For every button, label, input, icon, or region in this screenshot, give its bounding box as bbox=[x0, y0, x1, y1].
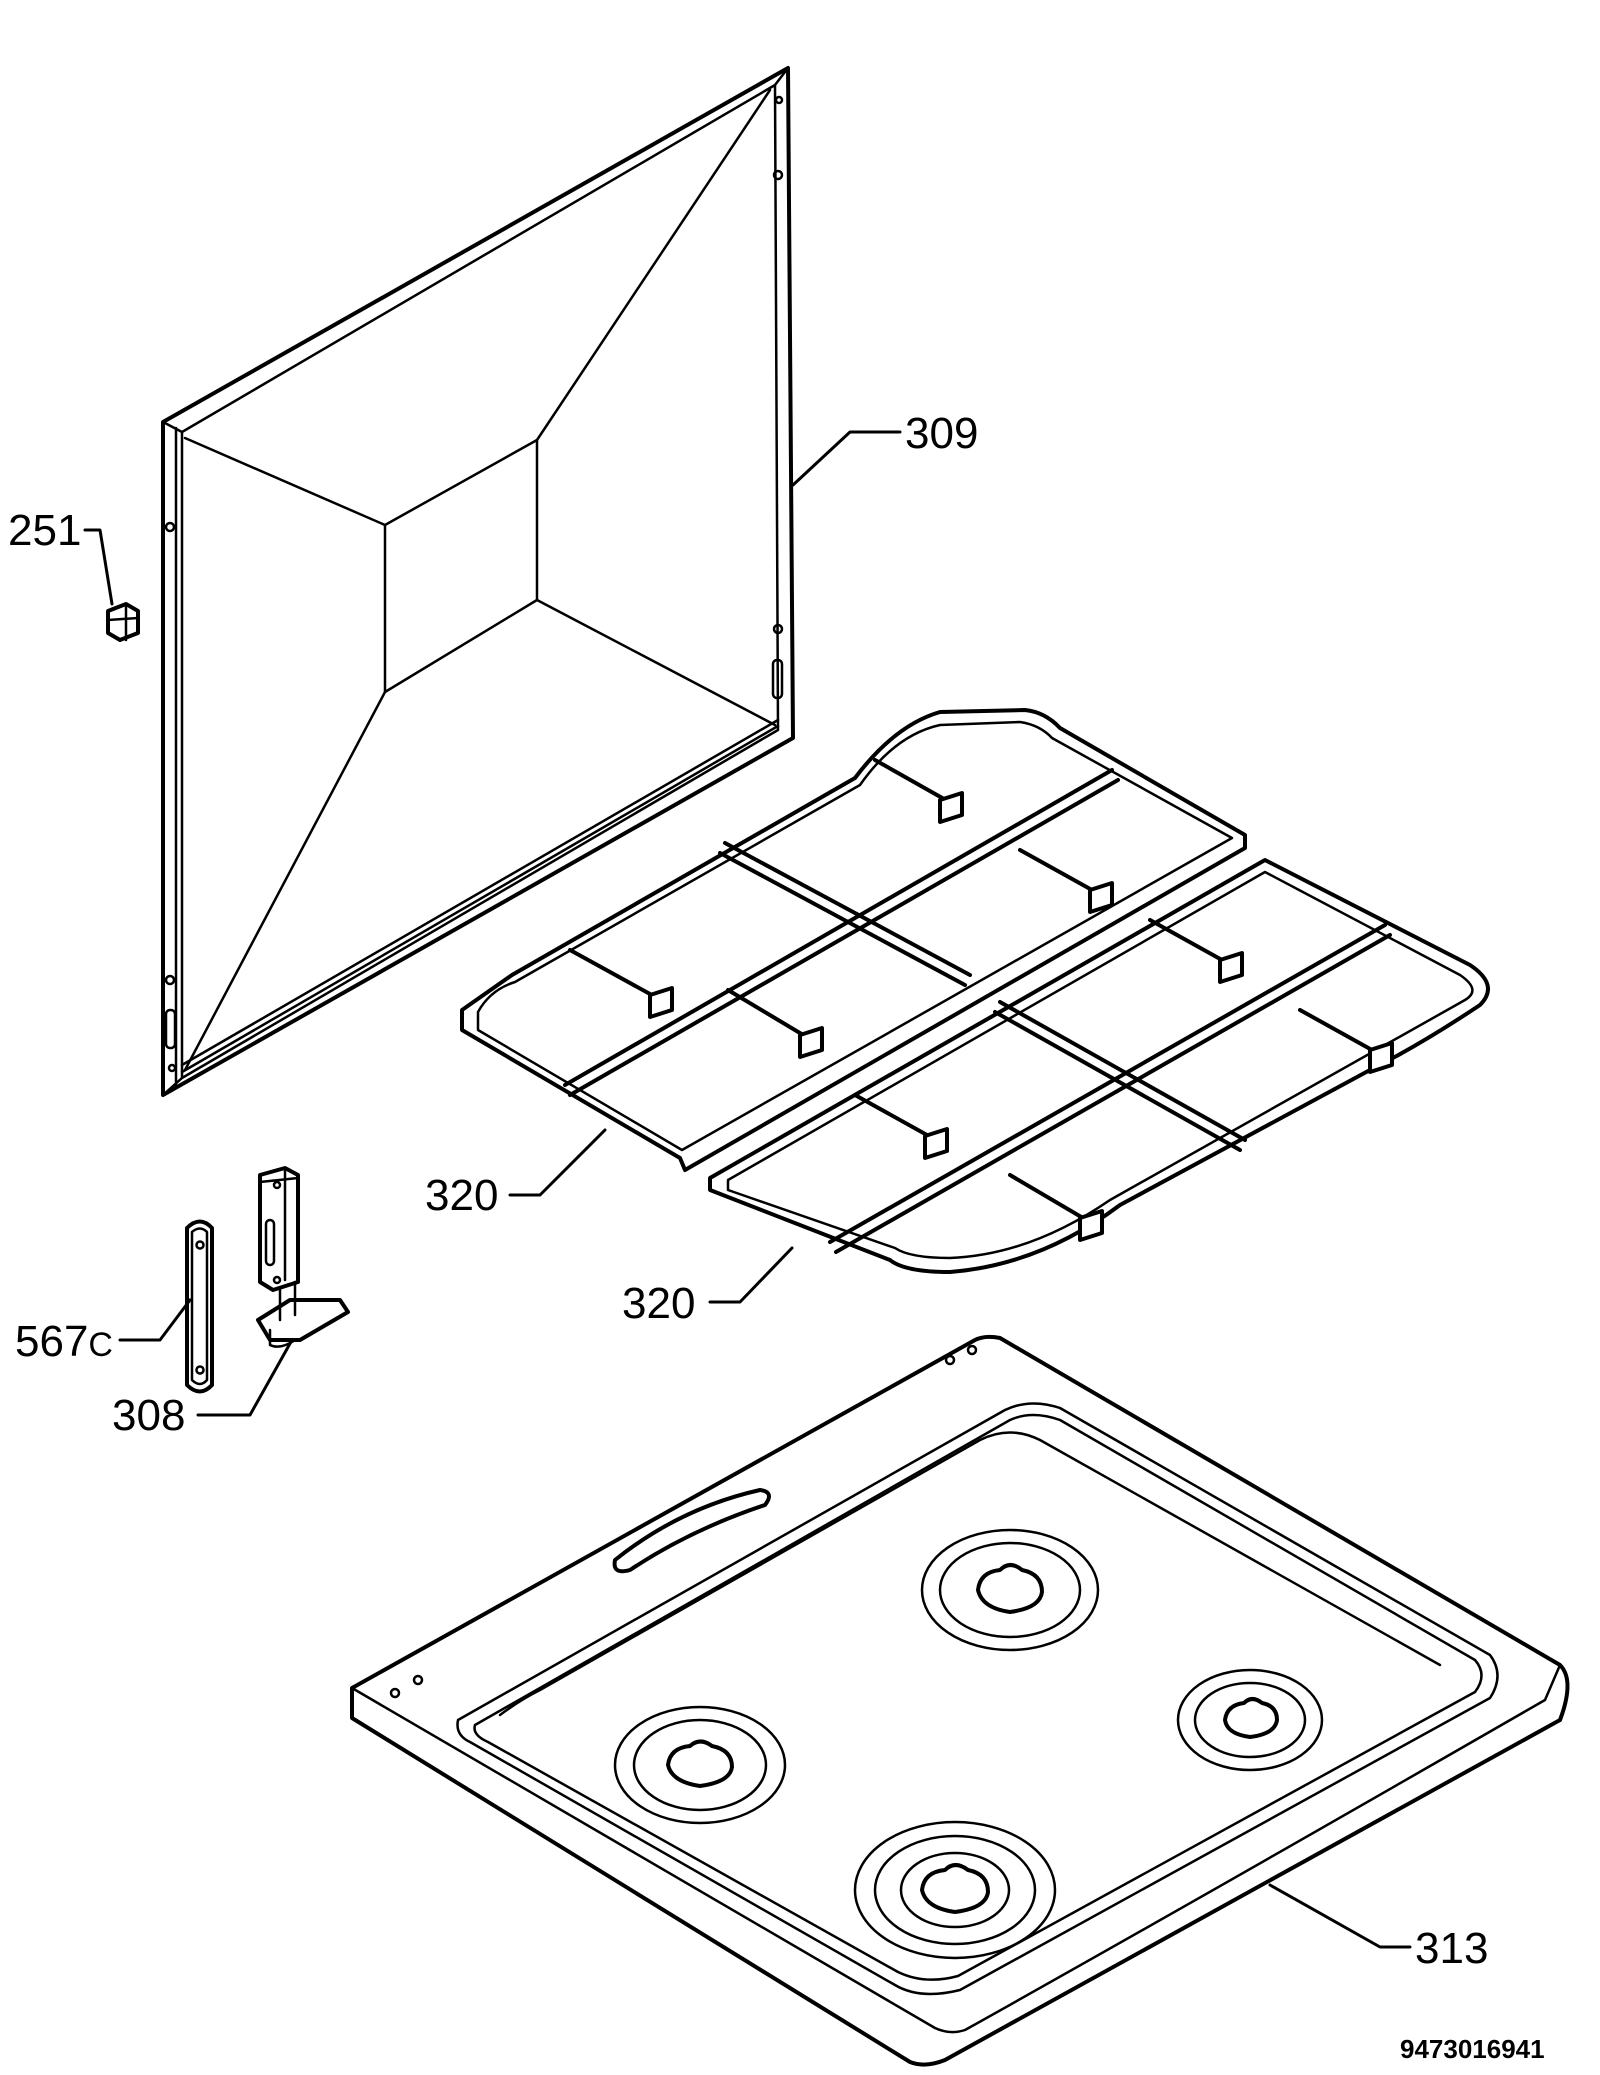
label-320-front: 320 bbox=[622, 1279, 695, 1328]
label-313: 313 bbox=[1415, 1924, 1488, 1973]
leader-567c bbox=[118, 1298, 192, 1342]
leader-320a bbox=[508, 1128, 607, 1197]
label-251: 251 bbox=[8, 506, 81, 555]
leader-309 bbox=[791, 430, 902, 487]
burner-left bbox=[613, 1705, 787, 1825]
diagram-code: 9473016941 bbox=[1400, 2034, 1545, 2064]
label-567-suffix: C bbox=[88, 1326, 113, 1364]
burner-right bbox=[1176, 1668, 1324, 1772]
hinge-308 bbox=[256, 1166, 350, 1348]
burner-rear bbox=[920, 1528, 1100, 1652]
burner-front bbox=[853, 1820, 1057, 1960]
label-320-rear: 320 bbox=[425, 1171, 498, 1220]
plate-567c bbox=[185, 1219, 214, 1394]
leader-313 bbox=[1268, 1883, 1412, 1949]
label-309: 309 bbox=[905, 409, 978, 458]
hob-top-313 bbox=[350, 1334, 1570, 2067]
clip-251 bbox=[106, 602, 140, 642]
pan-support-320-front bbox=[708, 858, 1490, 1274]
leader-lines bbox=[83, 430, 1412, 1949]
pan-support-320-rear bbox=[460, 708, 1247, 1172]
label-567c: 567C bbox=[15, 1317, 113, 1366]
leader-308 bbox=[196, 1338, 294, 1417]
label-308: 308 bbox=[112, 1391, 185, 1440]
leader-251 bbox=[83, 528, 114, 606]
label-567-number: 567 bbox=[15, 1317, 88, 1366]
lid-panel-309 bbox=[161, 66, 795, 1097]
leader-320b bbox=[708, 1246, 794, 1304]
